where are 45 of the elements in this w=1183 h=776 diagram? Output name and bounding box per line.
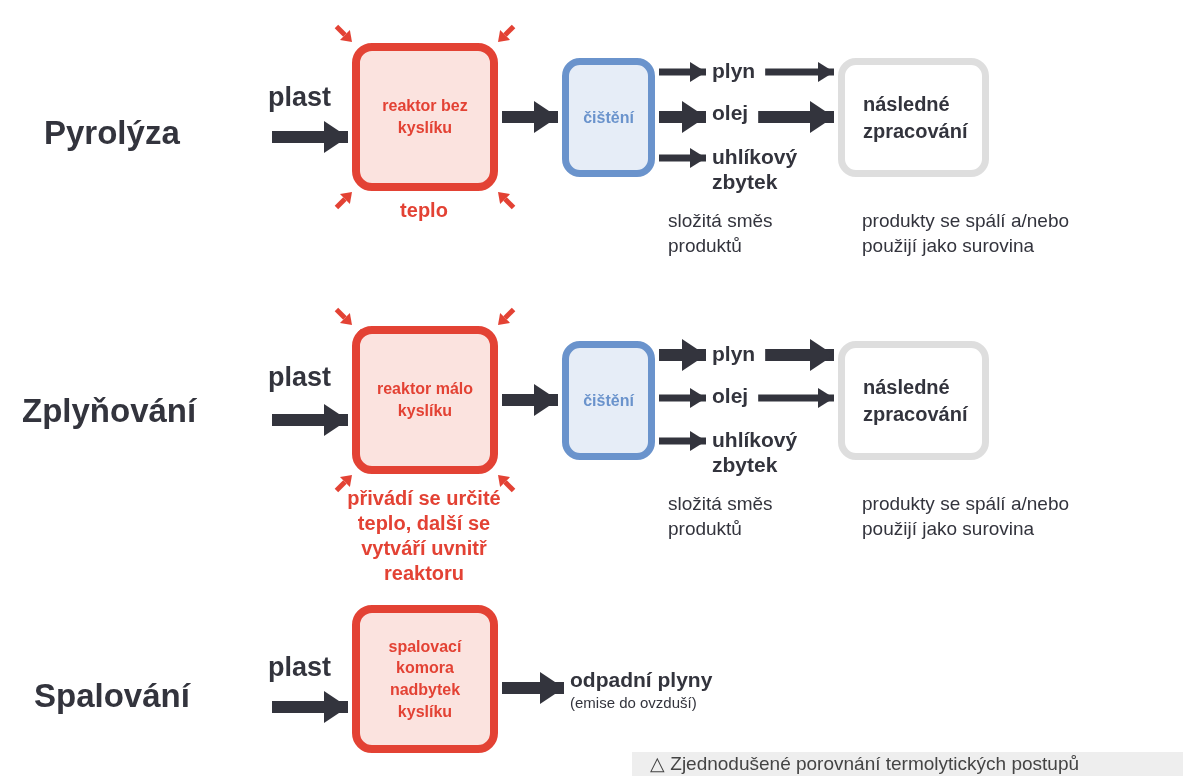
arrow bbox=[659, 101, 706, 133]
note-text: složitá směs produktů bbox=[668, 209, 774, 258]
box-label: následné zpracování bbox=[863, 374, 969, 427]
product-label: uhlíkový zbytek bbox=[712, 144, 822, 195]
reactor-box bbox=[352, 605, 498, 753]
box-label: spalovací komora nadbytek kyslíku bbox=[387, 636, 463, 722]
arrow bbox=[272, 691, 348, 723]
cleaning-box bbox=[562, 58, 655, 177]
note-text: teplo bbox=[399, 198, 449, 223]
arrow bbox=[659, 339, 706, 371]
input-label: plast bbox=[268, 362, 332, 393]
note-text: přivádí se určité teplo, další se vytváří uvnitř reaktoru bbox=[346, 486, 502, 586]
arrow bbox=[502, 384, 558, 416]
caption: △ Zjednodušené porovnání termolytických postupů bbox=[632, 752, 1183, 776]
box-label: čištění bbox=[583, 391, 634, 410]
product-label: olej bbox=[712, 100, 749, 126]
arrow bbox=[758, 101, 834, 133]
row-title: Spalování bbox=[34, 677, 190, 715]
box-label: reaktor bez kyslíku bbox=[381, 96, 469, 138]
input-label: plast bbox=[268, 82, 332, 113]
arrow bbox=[272, 404, 348, 436]
processing-box bbox=[838, 341, 989, 460]
box-label: čištění bbox=[583, 108, 634, 127]
product-label: olej bbox=[712, 383, 749, 409]
row-title: Zplyňování bbox=[22, 392, 197, 430]
arrow bbox=[502, 672, 564, 704]
reactor-box bbox=[352, 326, 498, 474]
note-text: produkty se spálí a/nebo použijí jako surovina bbox=[862, 209, 1071, 258]
processing-box bbox=[838, 58, 989, 177]
arrow bbox=[502, 101, 558, 133]
input-label: plast bbox=[268, 652, 332, 683]
product-label: odpadní plyny bbox=[570, 667, 714, 693]
box-label: následné zpracování bbox=[863, 91, 969, 144]
product-label: plyn bbox=[712, 58, 756, 84]
note-text: (emise do ovzduší) bbox=[570, 694, 698, 713]
box-label: reaktor málo kyslíku bbox=[375, 379, 474, 421]
reactor-box bbox=[352, 43, 498, 191]
product-label: uhlíkový zbytek bbox=[712, 427, 822, 478]
row-title: Pyrolýza bbox=[44, 114, 180, 152]
arrow bbox=[272, 121, 348, 153]
note-text: složitá směs produktů bbox=[668, 492, 774, 541]
product-label: plyn bbox=[712, 341, 756, 367]
arrow bbox=[765, 339, 834, 371]
note-text: produkty se spálí a/nebo použijí jako surovina bbox=[862, 492, 1071, 541]
cleaning-box bbox=[562, 341, 655, 460]
